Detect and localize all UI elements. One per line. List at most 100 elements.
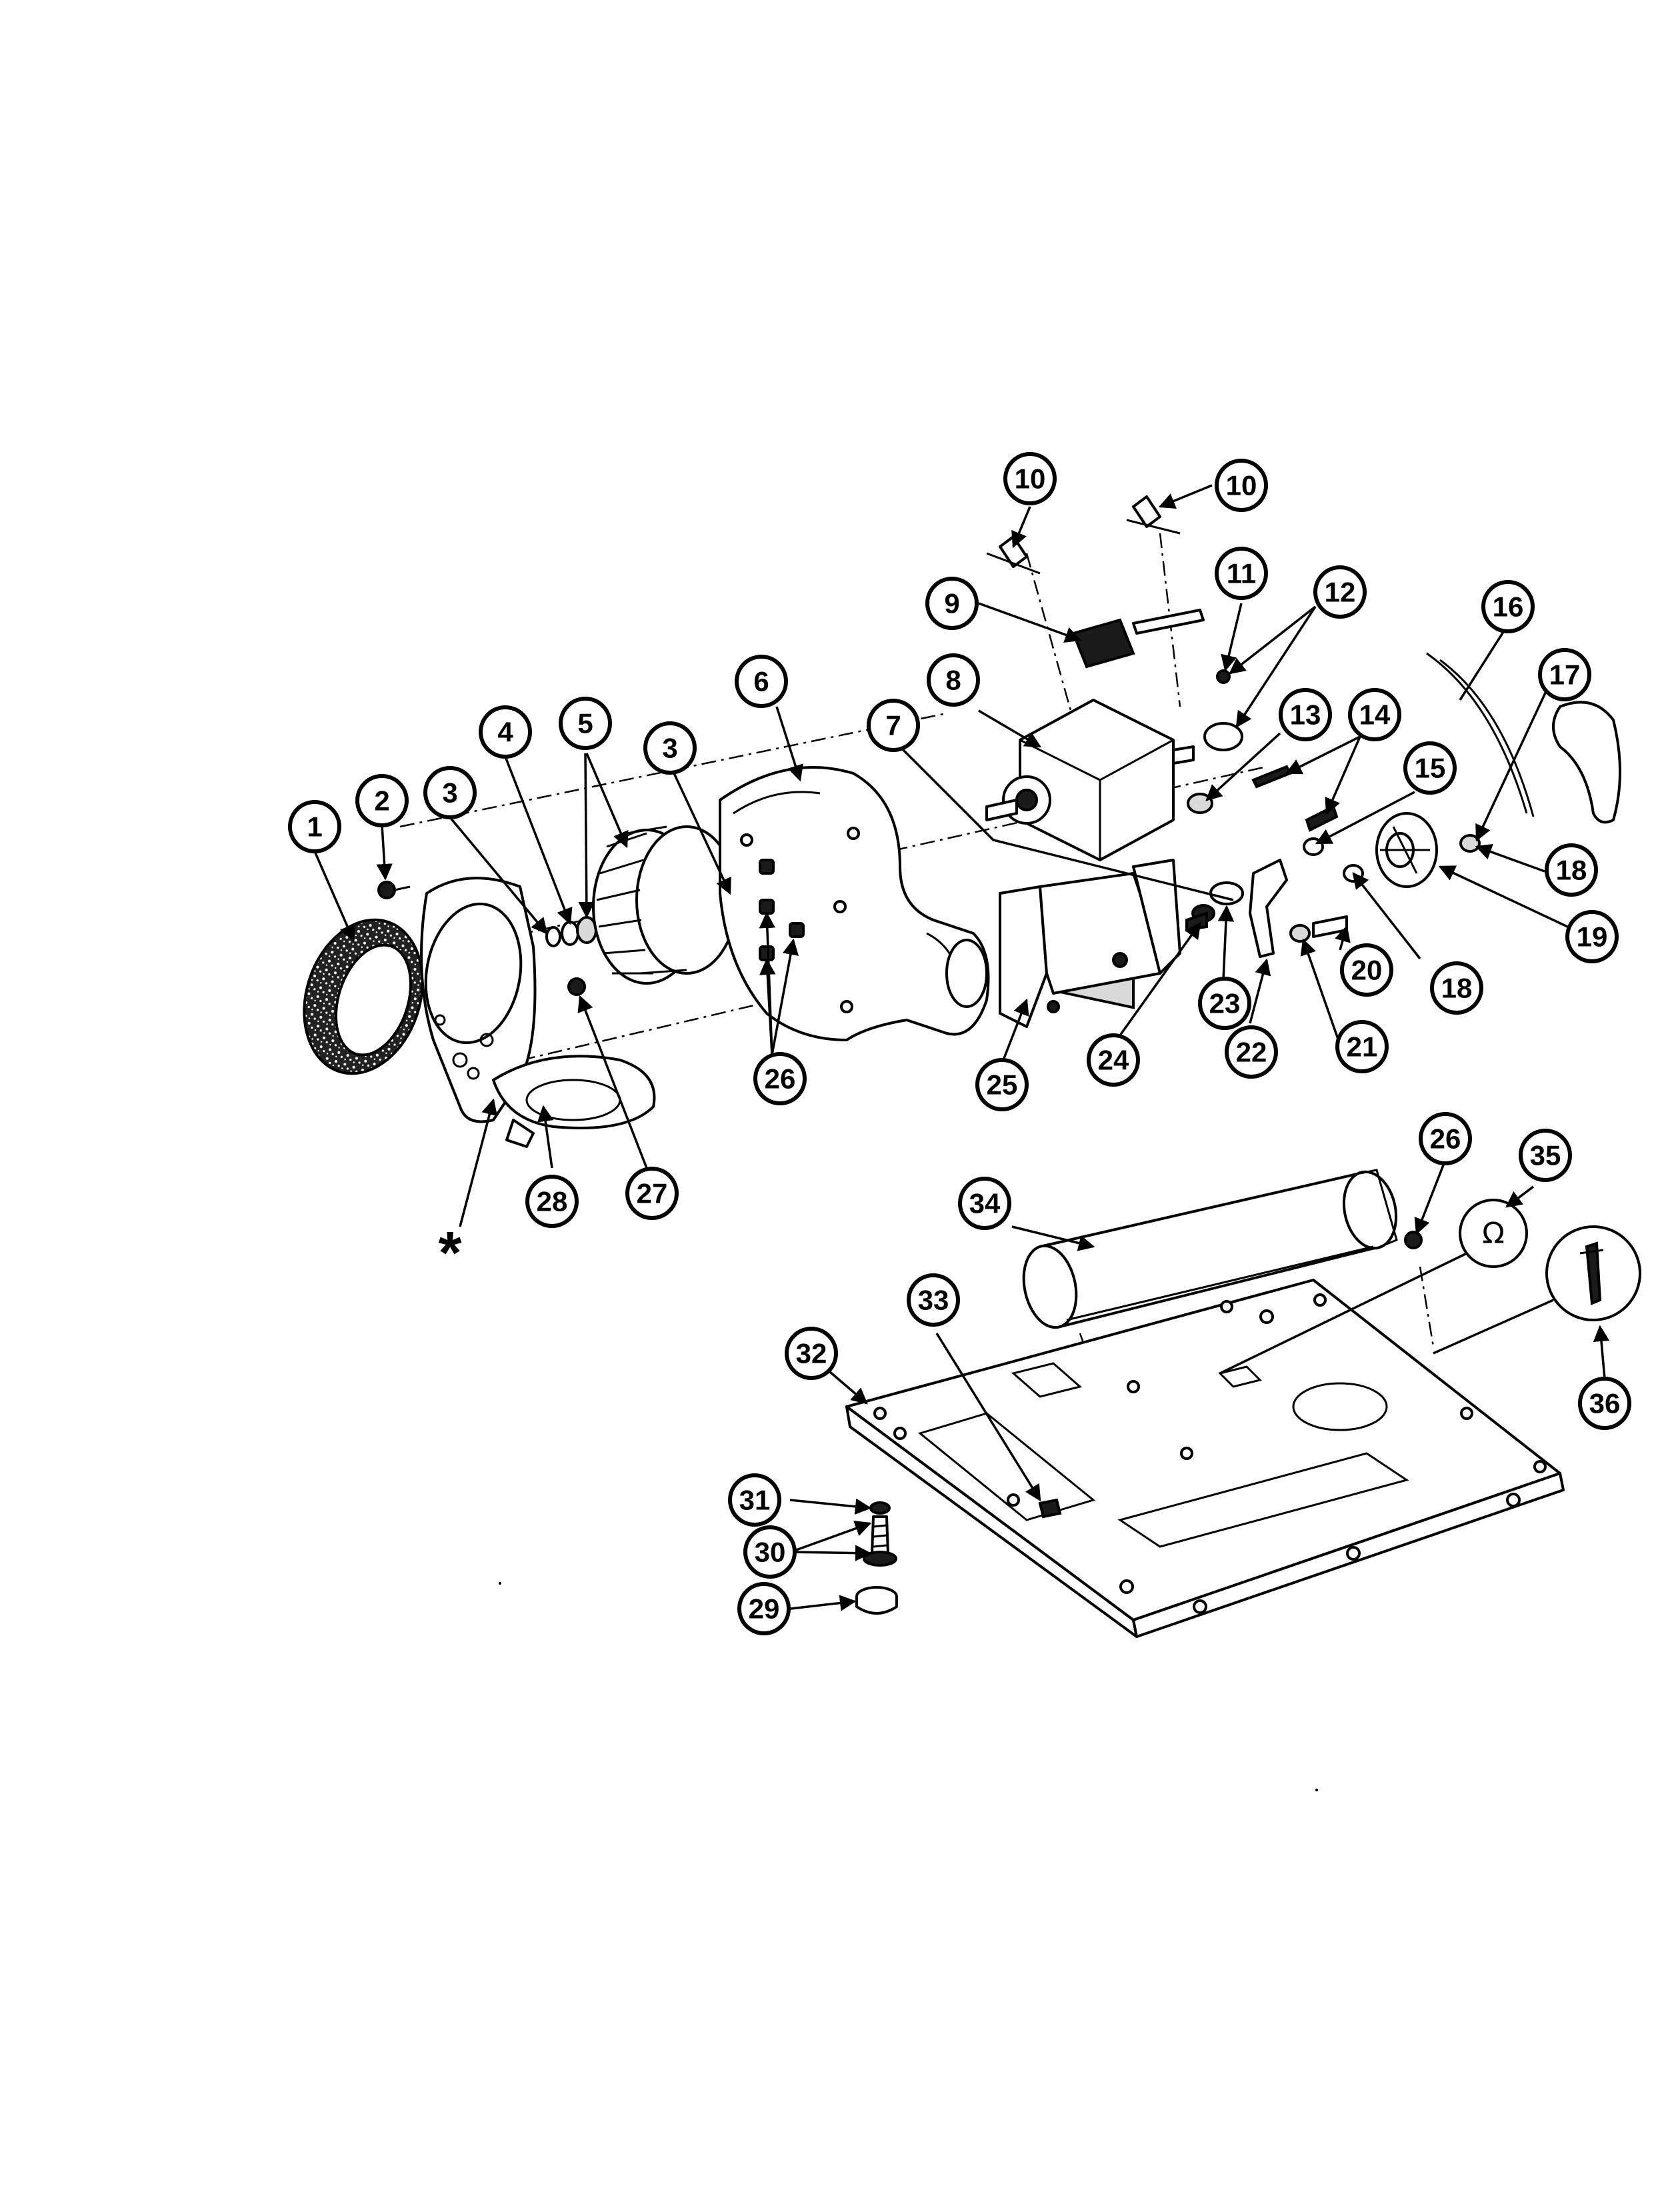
- callout-22: 22: [1225, 1025, 1278, 1079]
- svg-text:30: 30: [755, 1537, 786, 1568]
- callout-14: 14: [1348, 688, 1401, 741]
- callout-7: 7: [867, 699, 920, 752]
- callout-17: 17: [1538, 648, 1591, 701]
- detail-leader-35: [1219, 1252, 1467, 1375]
- callout-18-lower: 18: [1430, 961, 1483, 1015]
- svg-text:5: 5: [577, 708, 593, 739]
- idler-pulley-part: [1375, 812, 1438, 888]
- svg-text:6: 6: [753, 666, 769, 697]
- svg-text:2: 2: [374, 785, 389, 817]
- svg-text:13: 13: [1290, 699, 1321, 731]
- screw-part-27: [567, 977, 586, 996]
- callout-32: 32: [785, 1327, 838, 1380]
- svg-text:20: 20: [1351, 955, 1383, 986]
- svg-text:15: 15: [1415, 753, 1446, 784]
- detail-leader-36: [1433, 1299, 1554, 1355]
- svg-text:28: 28: [537, 1186, 568, 1217]
- svg-text:3: 3: [442, 777, 457, 809]
- svg-text:10: 10: [1015, 463, 1046, 495]
- svg-text:27: 27: [637, 1178, 668, 1209]
- svg-text:34: 34: [969, 1188, 1001, 1219]
- svg-text:9: 9: [944, 588, 959, 619]
- asterisk-mark: *: [438, 1220, 461, 1287]
- blower-housing-front-part: [420, 877, 656, 1148]
- callout-10-right: 10: [1215, 459, 1268, 512]
- svg-text:36: 36: [1589, 1388, 1621, 1419]
- detail-circle-36: [1545, 1225, 1641, 1321]
- callout-5: 5: [559, 697, 612, 750]
- svg-text:19: 19: [1577, 921, 1608, 953]
- callout-4: 4: [479, 705, 532, 759]
- callout-35: 35: [1519, 1129, 1572, 1182]
- callout-30: 30: [743, 1525, 797, 1579]
- svg-text:17: 17: [1549, 659, 1581, 691]
- callout-28: 28: [525, 1175, 579, 1228]
- idler-arm-part: [1249, 859, 1288, 958]
- svg-text:29: 29: [749, 1593, 780, 1625]
- svg-text:8: 8: [945, 665, 961, 696]
- callout-29: 29: [737, 1582, 791, 1635]
- callout-25: 25: [975, 1058, 1029, 1111]
- motor-switch-part: [1071, 609, 1205, 669]
- svg-text:12: 12: [1325, 577, 1356, 608]
- callout-9: 9: [925, 577, 979, 630]
- callout-11: 11: [1215, 547, 1268, 600]
- svg-text:7: 7: [885, 710, 901, 741]
- callout-1: 1: [288, 800, 341, 853]
- svg-text:35: 35: [1530, 1140, 1561, 1171]
- svg-text:4: 4: [497, 717, 513, 748]
- leveling-leg-assembly: [855, 1501, 898, 1615]
- callout-26-motor: 26: [753, 1052, 807, 1105]
- scan-speck: [499, 1582, 501, 1585]
- duct-clip-part-33: [1038, 1498, 1062, 1519]
- svg-text:16: 16: [1493, 591, 1524, 623]
- screw-part-26-duct: [1404, 1231, 1423, 1249]
- callout-36: 36: [1578, 1377, 1631, 1430]
- callout-34: 34: [958, 1177, 1011, 1230]
- callout-leaders: [313, 484, 1610, 1611]
- svg-text:18: 18: [1556, 855, 1587, 886]
- callout-2: 2: [355, 774, 409, 827]
- callout-3-right: 3: [643, 721, 697, 775]
- svg-text:10: 10: [1226, 470, 1257, 501]
- motor-clip-part-left: [986, 535, 1041, 575]
- callout-16: 16: [1481, 580, 1535, 633]
- svg-text:26: 26: [765, 1063, 796, 1095]
- callout-19: 19: [1565, 910, 1619, 963]
- svg-text:14: 14: [1359, 699, 1391, 731]
- motor-clip-part-right: [1126, 495, 1181, 535]
- svg-text:24: 24: [1098, 1045, 1129, 1076]
- callout-3-left: 3: [423, 766, 477, 819]
- omega-symbol: Ω: [1482, 1217, 1505, 1251]
- scan-speck: [1315, 1789, 1318, 1791]
- callout-10-left: 10: [1003, 452, 1057, 505]
- svg-text:33: 33: [918, 1285, 949, 1316]
- callout-13: 13: [1279, 688, 1332, 741]
- asterisk-leader: [459, 1098, 498, 1227]
- callout-18-upper: 18: [1545, 843, 1598, 897]
- callout-12: 12: [1313, 565, 1367, 619]
- belt-part-17: [1552, 701, 1621, 824]
- callout-15: 15: [1403, 741, 1457, 795]
- symbol-circle-35: Ω: [1459, 1199, 1528, 1268]
- screw-part-2: [377, 881, 411, 899]
- callout-23: 23: [1198, 977, 1251, 1030]
- front-seal-ring-part: [303, 918, 424, 1075]
- blower-wheel-part: [592, 825, 738, 985]
- callout-33: 33: [907, 1273, 960, 1327]
- callout-20: 20: [1340, 943, 1393, 997]
- base-plate-part: [845, 1279, 1565, 1638]
- exhaust-duct-part: [1022, 1169, 1398, 1329]
- svg-text:21: 21: [1347, 1031, 1378, 1063]
- svg-text:11: 11: [1227, 558, 1256, 589]
- callout-26-duct: 26: [1419, 1112, 1472, 1165]
- svg-text:32: 32: [796, 1338, 827, 1369]
- drive-belt-part-16: [1426, 652, 1535, 817]
- callout-8: 8: [927, 653, 980, 707]
- idler-spring-and-stud: [1185, 881, 1244, 932]
- svg-text:22: 22: [1236, 1037, 1267, 1068]
- svg-text:25: 25: [987, 1069, 1018, 1101]
- svg-text:23: 23: [1209, 988, 1241, 1019]
